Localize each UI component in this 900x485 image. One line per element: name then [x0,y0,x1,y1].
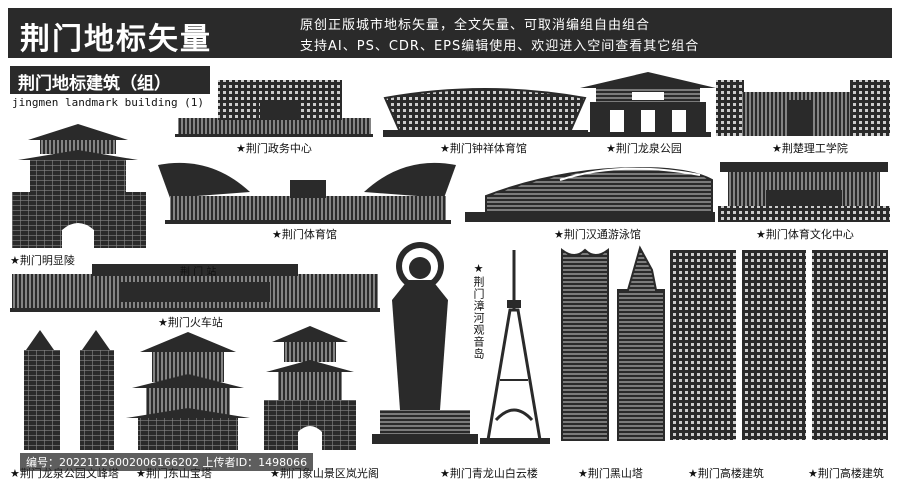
label-gov-center: ★荆门政务中心 [236,142,312,155]
subtitle-box: 荆门地标建筑（组） [10,66,210,94]
pagodas [24,330,114,450]
sports-culture-center [718,162,890,222]
header-description-line2: 支持AI、PS、CDR、EPS编辑使用、欢迎进入空间查看其它组合 [300,39,700,54]
zhongxiang-gym-building [383,88,588,137]
label-mingxian-tomb: ★荆门明显陵 [10,254,75,267]
dongshan-pavilion [126,332,250,450]
subtitle-en: jingmen landmark building (1) [12,96,205,109]
label-train-station: ★荆门火车站 [158,316,223,329]
guanyin-statue [372,242,478,444]
label-gymnasium: ★荆门体育馆 [272,228,337,241]
baiyun-tower [480,250,550,444]
chuli-college-building [716,80,890,136]
label-sports-culture: ★荆门体育文化中心 [756,228,854,241]
longquan-park-gate [580,72,716,137]
gymnasium-building [158,162,456,224]
highrise-buildings [670,250,888,440]
header-description-line1: 原创正版城市地标矢量，全文矢量、可取消编组自由组合 [300,18,651,33]
train-station [10,264,380,312]
label-heishan-tower: ★荆门黑山塔 [578,467,643,480]
label-zhanghe-guanyin: ★荆门漳河观音岛 [472,262,485,360]
label-zhongxiang-gym: ★荆门钟祥体育馆 [440,142,527,155]
gov-center-building [175,80,373,137]
header-banner: 荆门地标矢量 原创正版城市地标矢量，全文矢量、可取消编组自由组合 支持AI、PS… [8,8,892,58]
watermark: 编号：20221126002006166202 上传者ID：1498066 [20,453,314,471]
label-longquan-park: ★荆门龙泉公园 [606,142,682,155]
hantong-pool-building [465,166,715,222]
languang-pavilion [264,326,356,450]
label-chuli-college: ★荆楚理工学院 [772,142,848,155]
station-sign: 荆 门 站 [180,267,217,278]
heishan-towers [561,245,665,441]
label-hantong-pool: ★荆门汉通游泳馆 [554,228,641,241]
mingxian-tomb [12,124,146,248]
page-title: 荆门地标矢量 [20,22,212,57]
subtitle-cn: 荆门地标建筑（组） [18,74,171,94]
label-highrise-2: ★荆门高楼建筑 [808,467,884,480]
label-baiyun-tower: ★荆门青龙山白云楼 [440,467,538,480]
label-highrise-1: ★荆门高楼建筑 [688,467,764,480]
